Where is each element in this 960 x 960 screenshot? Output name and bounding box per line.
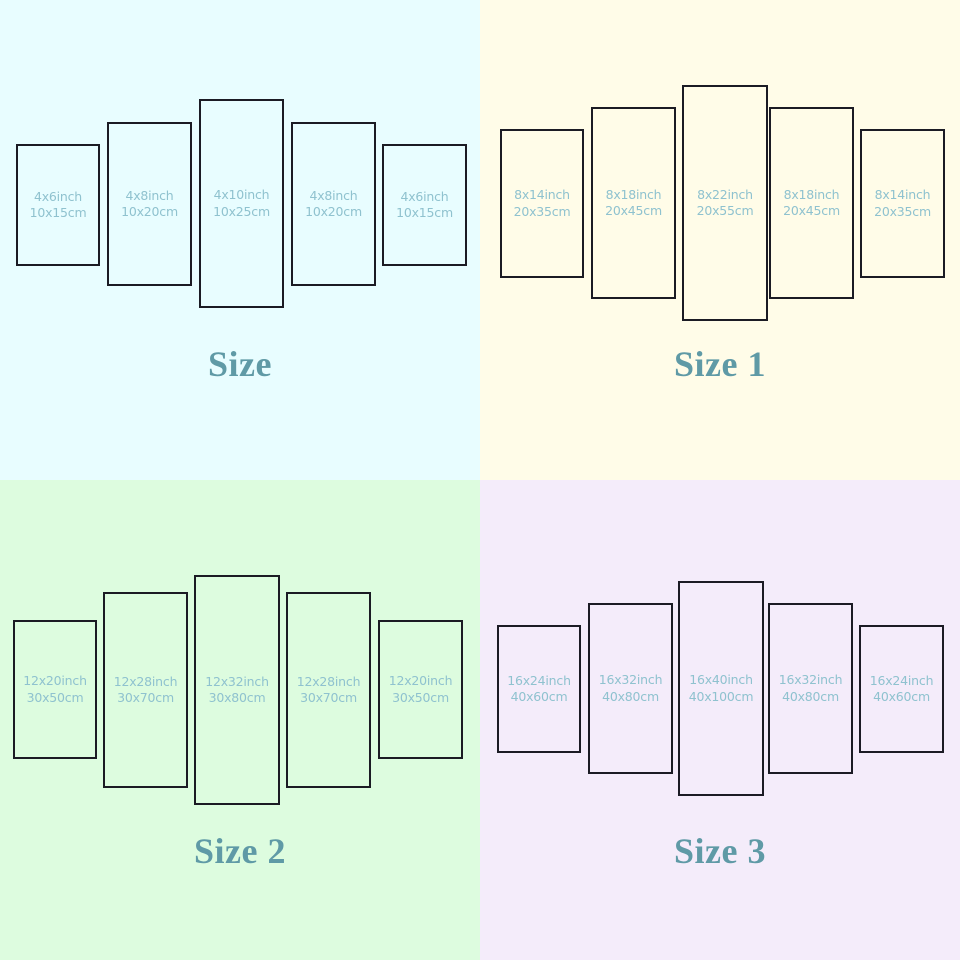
panel-size-inch: 4x6inch [400,188,449,204]
panel-size-cm: 10x25cm [213,203,270,219]
panel-size-cm: 30x50cm [26,689,84,705]
panel-size-inch: 12x20inch [388,673,453,688]
panel-size-inch: 4x10inch [213,187,270,202]
panel-size-cm: 30x70cm [300,690,357,705]
panel-size-inch: 8x14inch [514,187,570,202]
panel-size-inch: 16x40inch [689,672,753,687]
panel-size-inch: 12x28inch [296,673,361,689]
panel-size-inch: 16x32inch [778,672,843,687]
panel-size-inch: 8x22inch [697,186,753,202]
panel-size-inch: 8x14inch [874,187,931,202]
panel-size-cm: 40x60cm [510,689,568,704]
quadrant-title-size-2: Size 2 [194,831,286,871]
panel-size-cm: 40x60cm [873,689,930,704]
panel-size-cm: 30x70cm [117,690,174,705]
panel-size-inch: 4x8inch [309,187,358,203]
quadrant-title-size-1: Size 1 [674,344,766,384]
panel-size-inch: 8x18inch [605,186,662,202]
panel-size-inch: 8x18inch [783,186,840,202]
panel-size-cm: 20x35cm [874,203,931,219]
panel-size-cm: 10x15cm [29,205,87,220]
panel-size-cm: 20x45cm [783,203,840,218]
panel-size-cm: 30x80cm [208,690,266,705]
panel-size-cm: 40x80cm [602,688,659,704]
panel-size-inch: 12x28inch [113,673,178,689]
panel-size-cm: 20x35cm [513,203,571,219]
panel-size-cm: 30x50cm [392,689,449,705]
panel-size-inch: 4x6inch [33,188,83,204]
panel-size-inch: 4x8inch [125,187,174,203]
panel-size-cm: 20x55cm [696,203,754,218]
panel-size-cm: 10x15cm [396,205,453,220]
panel-size-cm: 10x20cm [121,204,178,219]
quadrant-title-size: Size [208,344,272,384]
panel-size-inch: 16x24inch [507,672,571,688]
panel-size-cm: 40x80cm [782,688,839,704]
panel-size-cm: 40x100cm [688,688,754,704]
quadrant-title-size-3: Size 3 [674,831,766,871]
panel-size-inch: 16x24inch [869,672,934,688]
panel-size-inch: 12x20inch [23,673,87,688]
panel-size-inch: 12x32inch [205,673,269,689]
panel-size-cm: 10x20cm [305,204,362,219]
panel-size-inch: 16x32inch [598,672,663,687]
panel-size-cm: 20x45cm [605,203,662,218]
